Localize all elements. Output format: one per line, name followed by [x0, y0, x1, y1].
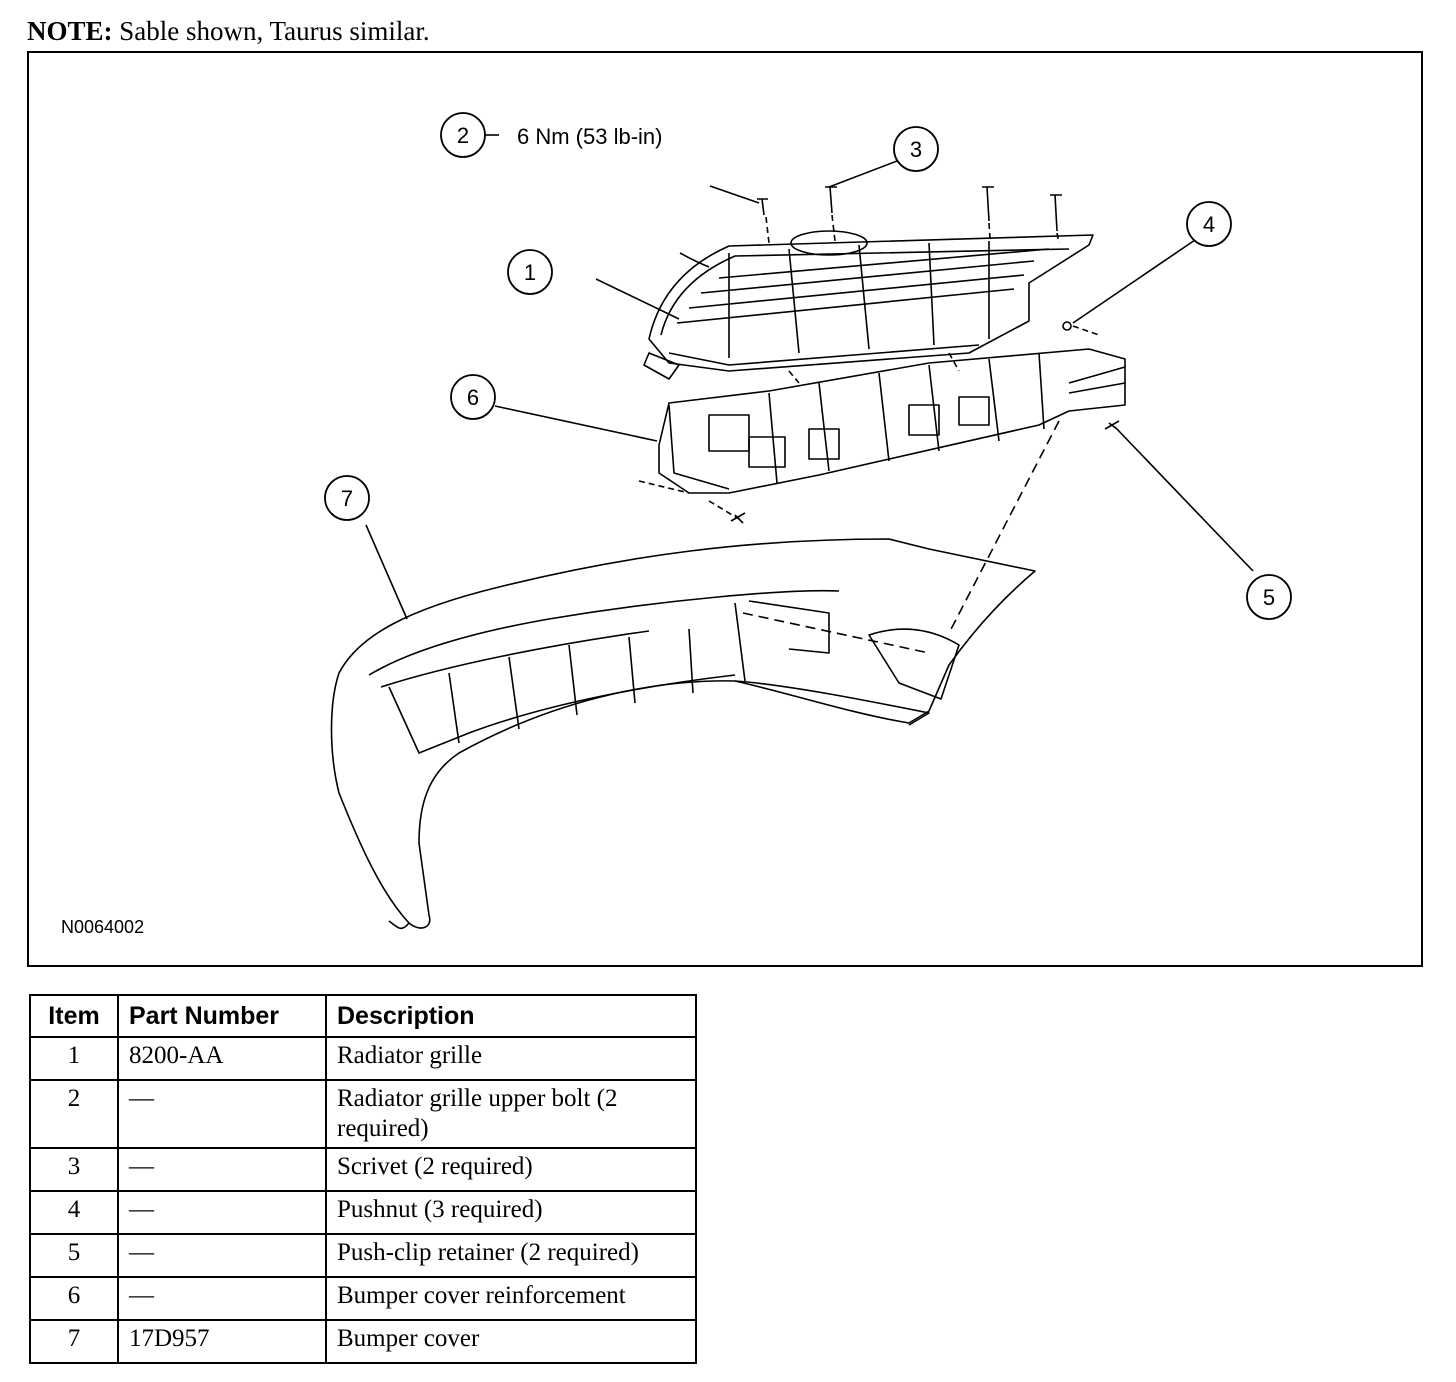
- cell-item: 5: [29, 1233, 119, 1278]
- cell-item: 2: [29, 1079, 119, 1149]
- parts-table-header: Item Part Number Description: [29, 994, 697, 1038]
- header-item: Item: [29, 994, 119, 1038]
- cell-part-number: 8200-AA: [117, 1036, 327, 1081]
- callout-1-circle: [507, 249, 553, 295]
- exploded-view-drawing: 2 3 4 1 6 7 5 6 Nm (53 lb-in): [324, 112, 1292, 930]
- cell-description: Scrivet (2 required): [325, 1147, 697, 1192]
- grille-fasteners: [757, 186, 1062, 244]
- header-part-number: Part Number: [117, 994, 327, 1038]
- cell-item: 6: [29, 1276, 119, 1321]
- cell-item: 3: [29, 1147, 119, 1192]
- torque-spec: 6 Nm (53 lb-in): [517, 124, 662, 149]
- callout-6-circle: [450, 374, 496, 420]
- callout-1: 1: [524, 260, 536, 285]
- cell-description: Radiator grille: [325, 1036, 697, 1081]
- table-row: 5 — Push-clip retainer (2 required): [29, 1233, 697, 1278]
- cell-item: 7: [29, 1319, 119, 1364]
- callout-4-circle: [1186, 201, 1232, 247]
- cell-description: Radiator grille upper bolt (2 required): [325, 1079, 697, 1149]
- cell-part-number: 17D957: [117, 1319, 327, 1364]
- cell-description: Pushnut (3 required): [325, 1190, 697, 1235]
- cell-part-number: —: [117, 1233, 327, 1278]
- bumper-cover-reinforcement: [638, 348, 1126, 524]
- cell-description: Push-clip retainer (2 required): [325, 1233, 697, 1278]
- cell-item: 4: [29, 1190, 119, 1235]
- callout-3: 3: [910, 137, 922, 162]
- note-label: NOTE:: [27, 16, 113, 46]
- callout-2-circle: [440, 112, 486, 158]
- callout-5-circle: [1246, 574, 1292, 620]
- note: NOTE: Sable shown, Taurus similar.: [27, 14, 430, 48]
- callout-7-circle: [324, 475, 370, 521]
- cell-description: Bumper cover: [325, 1319, 697, 1364]
- leader-lines: [365, 134, 1254, 620]
- callout-4: 4: [1203, 212, 1215, 237]
- cell-part-number: —: [117, 1147, 327, 1192]
- cell-part-number: —: [117, 1276, 327, 1321]
- header-description: Description: [325, 994, 697, 1038]
- table-row: 1 8200-AA Radiator grille: [29, 1036, 697, 1081]
- callout-3-circle: [893, 126, 939, 172]
- table-row: 7 17D957 Bumper cover: [29, 1319, 697, 1364]
- exploded-view-figure: 2 3 4 1 6 7 5 6 Nm (53 lb-in) N0064002: [27, 51, 1423, 967]
- table-row: 4 — Pushnut (3 required): [29, 1190, 697, 1235]
- table-row: 6 — Bumper cover reinforcement: [29, 1276, 697, 1321]
- cell-part-number: —: [117, 1079, 327, 1149]
- callout-6: 6: [467, 385, 479, 410]
- radiator-grille: [643, 230, 1094, 380]
- callout-7: 7: [341, 486, 353, 511]
- pushnuts: [788, 321, 1100, 384]
- parts-table: Item Part Number Description 1 8200-AA R…: [29, 994, 697, 1364]
- cell-part-number: —: [117, 1190, 327, 1235]
- bumper-cover: [330, 538, 1036, 930]
- table-row: 2 — Radiator grille upper bolt (2 requir…: [29, 1079, 697, 1149]
- note-text: Sable shown, Taurus similar.: [119, 16, 430, 46]
- figure-id: N0064002: [61, 917, 145, 937]
- callout-5: 5: [1263, 585, 1275, 610]
- table-row: 3 — Scrivet (2 required): [29, 1147, 697, 1192]
- cell-description: Bumper cover reinforcement: [325, 1276, 697, 1321]
- cell-item: 1: [29, 1036, 119, 1081]
- callout-2: 2: [457, 123, 469, 148]
